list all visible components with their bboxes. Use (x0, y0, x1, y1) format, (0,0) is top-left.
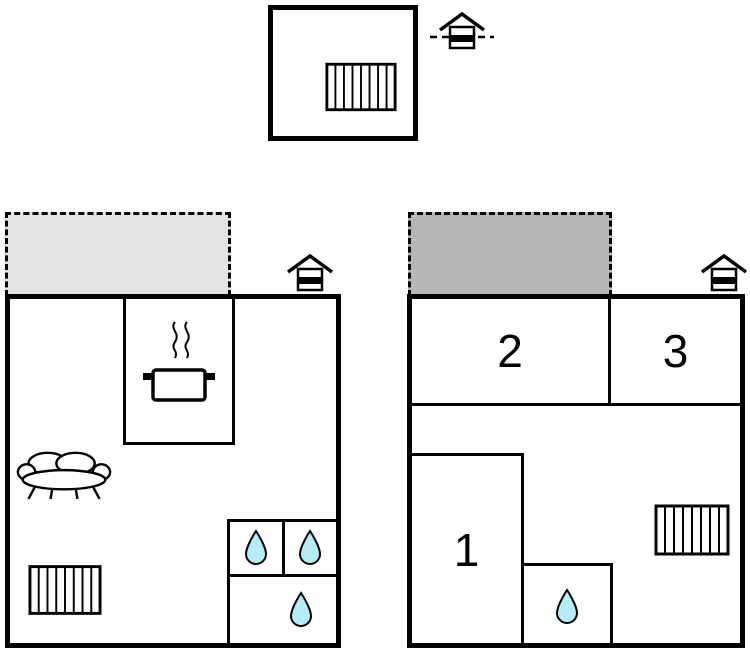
entrance-icon (286, 252, 334, 294)
water-drop-icon (554, 588, 580, 624)
shower-room-right-wall (610, 563, 613, 643)
entrance-icon (430, 10, 494, 52)
water-drop-icon (288, 591, 314, 627)
bathroom-wall-top (227, 519, 336, 522)
rooms-2-3-divider-wall (608, 299, 611, 403)
room-1-label: 1 (453, 523, 480, 576)
terrace-right (408, 212, 612, 296)
shower-room-top-wall (521, 563, 613, 566)
bathroom-wall-middle (227, 574, 336, 577)
room-1-right-wall (521, 453, 524, 643)
right-building-outline (407, 294, 745, 648)
pot-icon (141, 318, 217, 406)
radiator-icon (28, 564, 102, 616)
radiator-icon (654, 504, 730, 556)
annex-building-outline (268, 5, 418, 141)
room-2-label: 2 (497, 325, 523, 377)
kitchen-walls (123, 299, 235, 445)
sofa-icon (16, 444, 112, 502)
room-1-top-wall (412, 453, 524, 456)
bathroom-wall-left (227, 519, 230, 643)
room-3-label: 3 (662, 325, 689, 377)
entrance-icon (700, 252, 748, 294)
water-drop-icon (243, 529, 269, 565)
bathroom-wall-divider (282, 519, 285, 577)
rooms-2-3-bottom-wall (412, 403, 740, 406)
left-building-outline (5, 294, 341, 648)
water-drop-icon (297, 529, 323, 565)
radiator-icon (325, 62, 397, 112)
terrace-left (5, 212, 231, 296)
